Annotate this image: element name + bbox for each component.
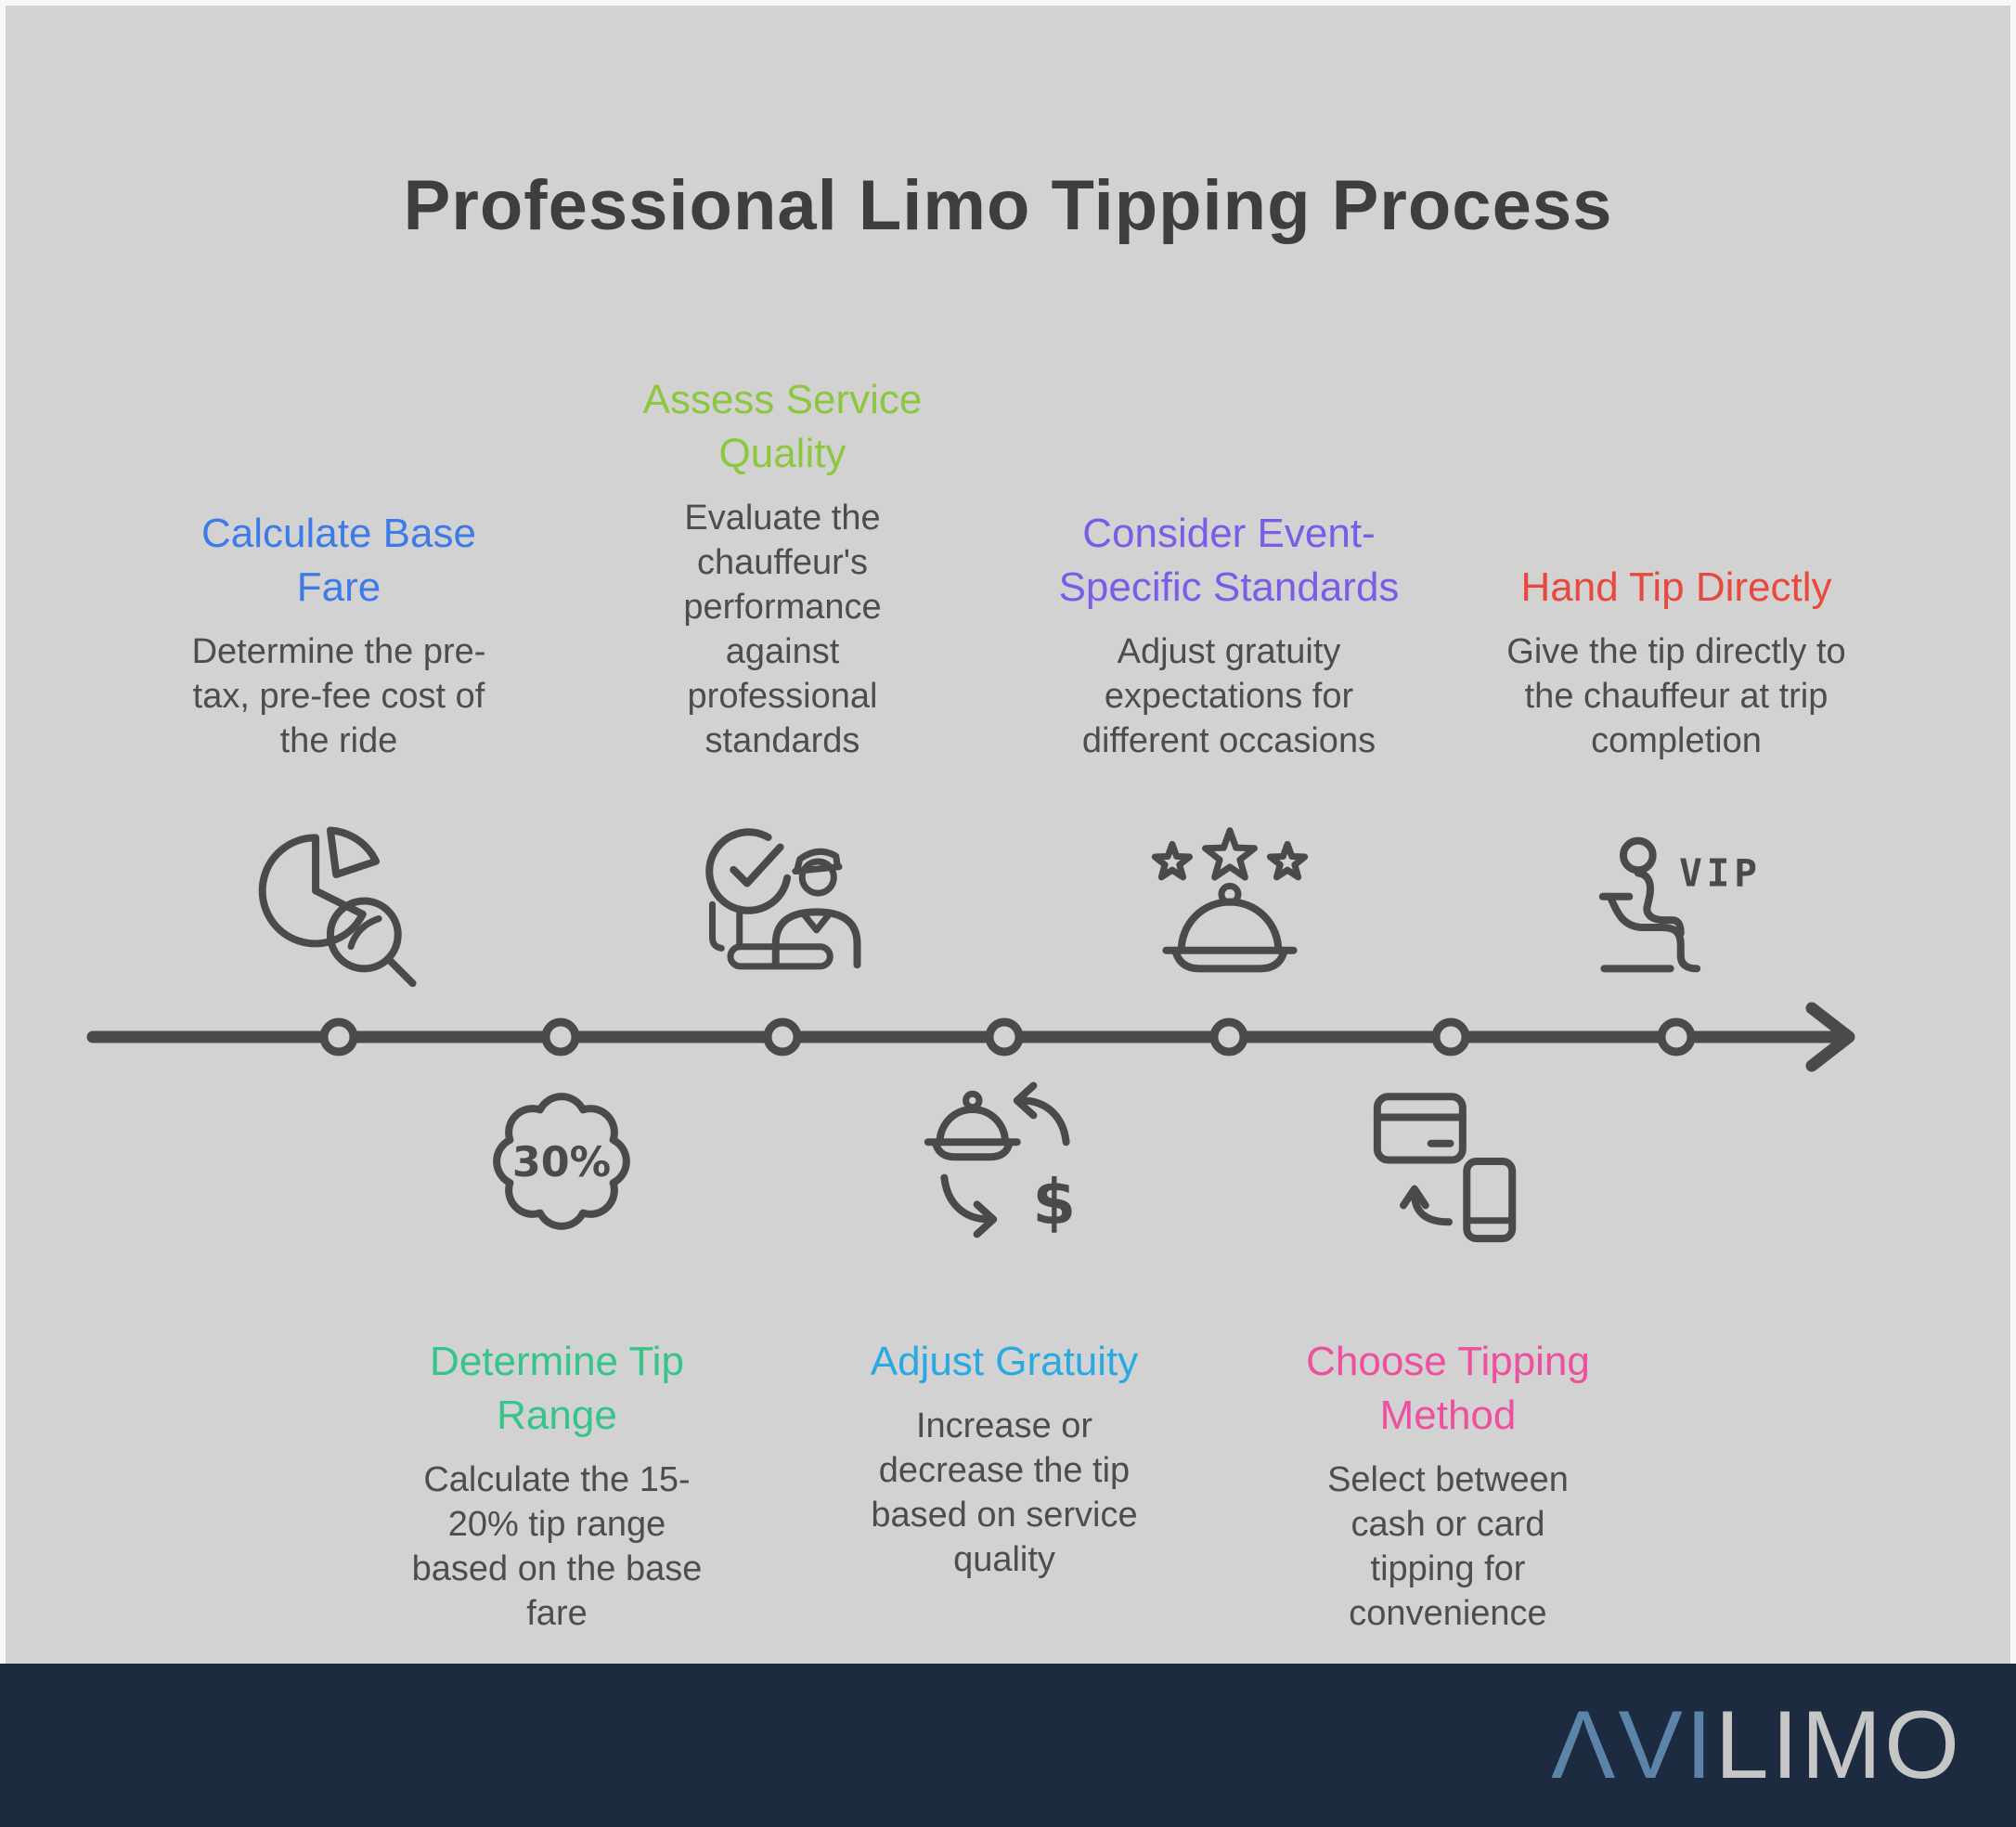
step-title: Assess Service Quality <box>642 377 923 476</box>
step-column-adjust-gratuity: Adjust Gratuity Increase or decrease the… <box>819 1335 1190 1582</box>
gratuity-exchange-icon: $ <box>916 1072 1094 1250</box>
timeline-dot <box>985 1017 1024 1056</box>
step-description: Evaluate the chauffeur's performance aga… <box>683 499 882 760</box>
timeline <box>86 1002 1855 1072</box>
timeline-dot <box>1209 1017 1248 1056</box>
step-title: Choose Tipping Method <box>1306 1339 1590 1438</box>
timeline-dot <box>319 1017 358 1056</box>
timeline-dot <box>763 1017 802 1056</box>
step-title: Consider Event-Specific Standards <box>1058 511 1400 610</box>
step-description: Increase or decrease the tip based on se… <box>871 1406 1138 1579</box>
dollar-label: $ <box>1032 1166 1076 1238</box>
vip-seat-icon: VIP <box>1588 822 1764 998</box>
step-column-consider-event-standards: Consider Event-Specific Standards Adjust… <box>1053 507 1405 763</box>
event-stars-icon <box>1139 817 1321 999</box>
timeline-dot <box>1657 1017 1696 1056</box>
step-description: Determine the pre-tax, pre-fee cost of t… <box>191 632 486 760</box>
payment-method-icon <box>1366 1079 1531 1244</box>
step-description: Select between cash or card tipping for … <box>1327 1460 1569 1633</box>
footer-bar: ΛVILIMO <box>0 1664 2016 1827</box>
step-title: Calculate Base Fare <box>201 511 476 610</box>
timeline-arrowhead <box>1805 1002 1855 1072</box>
timeline-dot <box>541 1017 580 1056</box>
brand-logo-prefix: ΛVI <box>1551 1691 1715 1799</box>
pie-search-icon <box>252 822 429 998</box>
brand-logo: ΛVILIMO <box>1551 1697 1962 1794</box>
step-column-calculate-base-fare: Calculate Base Fare Determine the pre-ta… <box>167 507 510 763</box>
step-title: Determine Tip Range <box>430 1339 684 1438</box>
step-description: Give the tip directly to the chauffeur a… <box>1506 632 1846 760</box>
step-description: Calculate the 15-20% tip range based on … <box>411 1460 703 1633</box>
service-check-icon <box>694 817 875 998</box>
timeline-dot <box>1431 1017 1470 1056</box>
step-column-determine-tip-range: Determine Tip Range Calculate the 15-20%… <box>381 1335 733 1636</box>
page-title: Professional Limo Tipping Process <box>403 166 1613 245</box>
tip-badge-icon: 30% <box>482 1082 641 1241</box>
step-column-hand-tip-directly: Hand Tip Directly Give the tip directly … <box>1495 561 1857 763</box>
vip-label: VIP <box>1679 851 1762 896</box>
step-column-choose-tipping-method: Choose Tipping Method Select between cas… <box>1262 1335 1634 1636</box>
tip-badge-label: 30% <box>512 1139 611 1186</box>
step-title: Adjust Gratuity <box>870 1339 1139 1384</box>
step-column-assess-service-quality: Assess Service Quality Evaluate the chau… <box>615 373 950 763</box>
step-description: Adjust gratuity expectations for differe… <box>1081 632 1376 760</box>
brand-logo-suffix: LIMO <box>1714 1691 1962 1799</box>
step-title: Hand Tip Directly <box>1520 564 1832 610</box>
